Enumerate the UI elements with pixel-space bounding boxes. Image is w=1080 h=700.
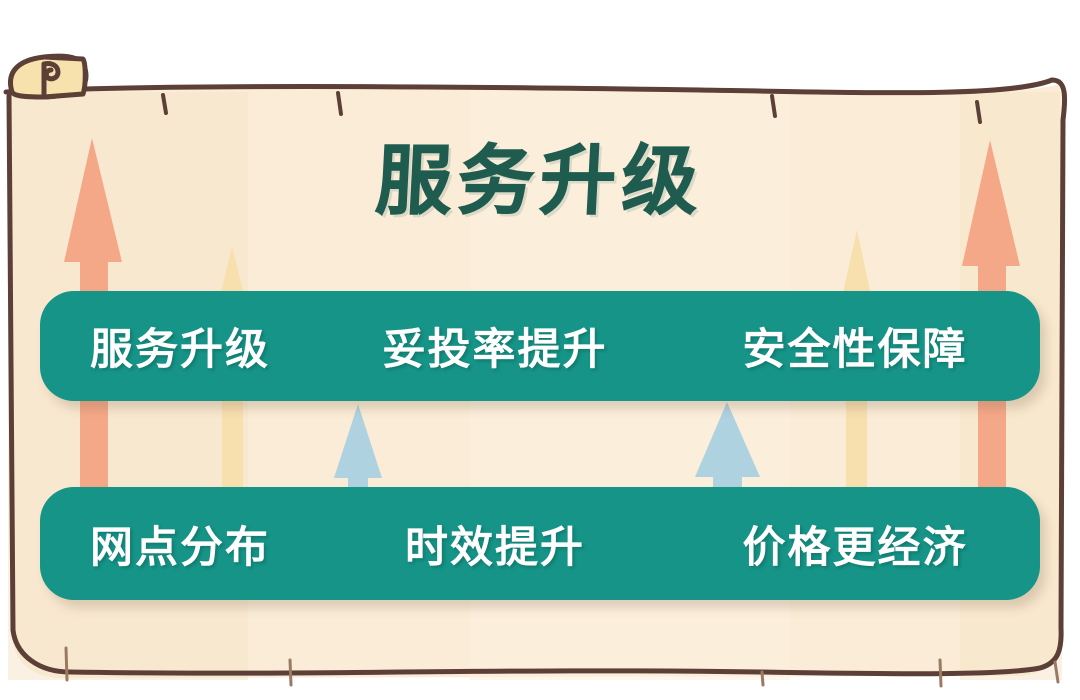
arrow-blue-left	[334, 404, 382, 500]
bar-item-network-coverage[interactable]: 网点分布	[90, 522, 270, 573]
page-title: 服务升级	[373, 136, 707, 226]
paper-fold-tick-icon	[64, 646, 69, 682]
paper-fold-tick-icon	[938, 658, 943, 688]
arrow-blue-right	[695, 402, 760, 500]
parchment-top-edge	[3, 77, 1055, 96]
bar-item-service-upgrade[interactable]: 服务升级	[90, 325, 270, 375]
bar-item-speed[interactable]: 时效提升	[405, 522, 585, 573]
bar-item-delivery-rate[interactable]: 妥投率提升	[382, 325, 608, 375]
paper-fold-tick-icon	[161, 93, 168, 115]
scroll-roll-icon	[8, 53, 89, 100]
bar-item-security[interactable]: 安全性保障	[742, 325, 968, 375]
bar-item-price[interactable]: 价格更经济	[742, 522, 968, 573]
paper-fold-tick-icon	[760, 670, 765, 687]
parchment-right-edge	[1049, 77, 1068, 631]
parchment-left-edge	[6, 93, 16, 633]
parchment-bottom-edge	[10, 625, 1064, 677]
paper-fold-tick-icon	[770, 94, 777, 118]
upper-bar: 服务升级 妥投率提升 安全性保障	[40, 291, 1040, 401]
paper-fold-tick-icon	[975, 100, 982, 124]
lower-bar: 网点分布 时效提升 价格更经济	[40, 487, 1040, 600]
paper-fold-tick-icon	[288, 658, 293, 687]
paper-fold-tick-icon	[1053, 660, 1060, 684]
paper-fold-tick-icon	[336, 91, 343, 116]
